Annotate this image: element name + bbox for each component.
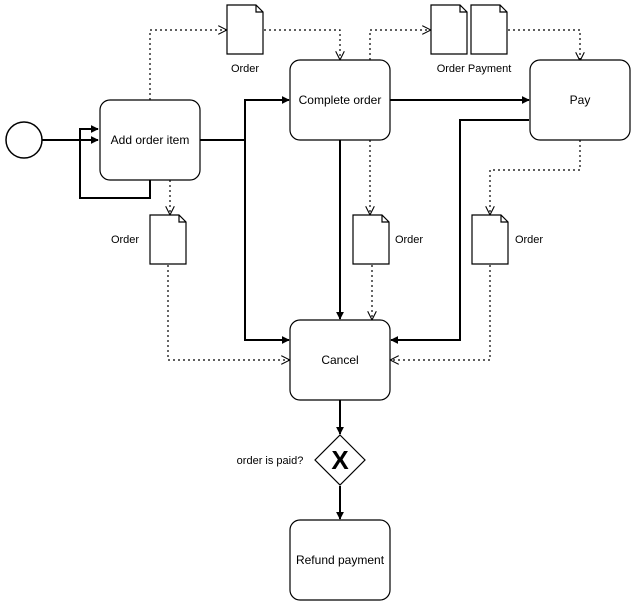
data-object-order-left[interactable] xyxy=(149,214,187,265)
gateway-label: order is paid? xyxy=(237,455,304,467)
task-add-order-item[interactable]: Add order item xyxy=(99,99,201,181)
task-cancel[interactable]: Cancel xyxy=(289,319,391,401)
document-icon xyxy=(149,214,187,265)
gateway-x-symbol: X xyxy=(331,445,349,475)
task-pay-label: Pay xyxy=(570,93,591,107)
task-cancel-box[interactable] xyxy=(289,319,391,401)
sequence-flows xyxy=(42,96,530,520)
flow-add-order-item-to-cancel[interactable] xyxy=(244,140,290,344)
assoc-order-payment-to-pay[interactable] xyxy=(508,29,580,60)
assoc-complete-order-to-order-payment[interactable] xyxy=(369,30,430,60)
task-refund-payment-label: Refund payment xyxy=(296,553,385,567)
task-pay[interactable]: Pay xyxy=(529,59,631,141)
task-complete-order-box[interactable] xyxy=(289,59,391,141)
task-add-order-item-label: Add order item xyxy=(111,133,190,147)
document-icon xyxy=(430,4,468,55)
data-object-order-center-label: Order xyxy=(395,234,423,246)
assoc-order-top-to-complete-order[interactable] xyxy=(264,29,340,59)
data-object-order-payment[interactable] xyxy=(430,4,508,55)
data-object-order-right[interactable] xyxy=(471,214,509,265)
task-cancel-label: Cancel xyxy=(321,353,358,367)
gateway-diamond[interactable] xyxy=(314,434,366,486)
task-add-order-item-box[interactable] xyxy=(99,99,201,181)
data-object-order-right-label: Order xyxy=(515,234,543,246)
task-pay-box[interactable] xyxy=(529,59,631,141)
exclusive-gateway[interactable]: X xyxy=(314,434,366,486)
document-icon xyxy=(470,4,508,55)
task-refund-payment-box[interactable] xyxy=(289,519,391,601)
document-icon xyxy=(226,4,264,55)
document-icon xyxy=(471,214,509,265)
data-object-order-payment-label: Order Payment xyxy=(437,63,512,75)
data-object-order-top[interactable] xyxy=(226,4,264,55)
flow-add-order-item-loop[interactable] xyxy=(79,125,151,199)
assoc-order-left-to-cancel[interactable] xyxy=(167,265,289,360)
task-refund-payment[interactable]: Refund payment xyxy=(289,519,391,601)
task-complete-order-label: Complete order xyxy=(299,93,382,107)
document-icon xyxy=(352,214,390,265)
flow-to-complete-order[interactable] xyxy=(244,96,290,140)
assoc-order-right-to-cancel[interactable] xyxy=(391,265,491,360)
flow-pay-to-cancel[interactable] xyxy=(390,119,529,344)
data-object-order-center[interactable] xyxy=(352,214,390,265)
data-associations xyxy=(149,29,581,360)
start-event[interactable] xyxy=(5,121,43,159)
task-complete-order[interactable]: Complete order xyxy=(289,59,391,141)
data-object-order-left-label: Order xyxy=(111,234,139,246)
assoc-pay-to-order-right[interactable] xyxy=(490,140,581,214)
assoc-add-order-item-to-order-top[interactable] xyxy=(149,30,226,100)
data-object-order-top-label: Order xyxy=(231,63,259,75)
